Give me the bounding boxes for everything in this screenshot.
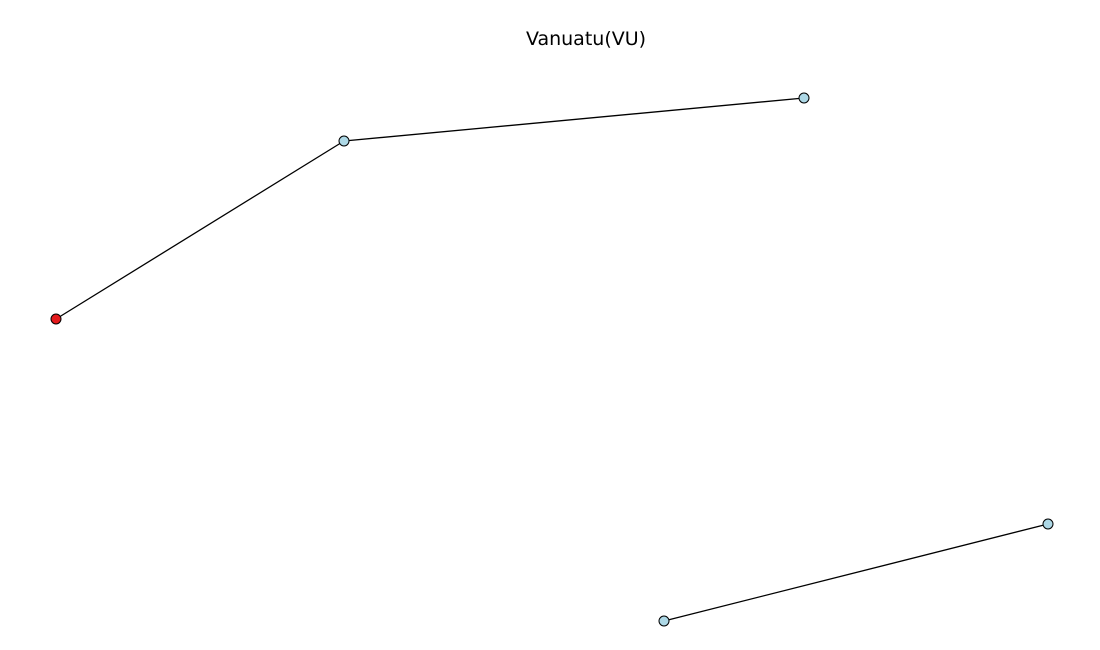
graph-edge [343,97,805,142]
nodes-layer [50,92,1054,627]
highlighted-graph-node [50,313,62,325]
graph-node [658,615,670,627]
graph-node [798,92,810,104]
graph-edge [663,523,1049,622]
graph-node [338,135,350,147]
graph-edge [55,140,345,320]
edges-layer [55,97,1049,622]
diagram-title: Vanuatu(VU) [525,28,647,50]
graph-node [1042,518,1054,530]
